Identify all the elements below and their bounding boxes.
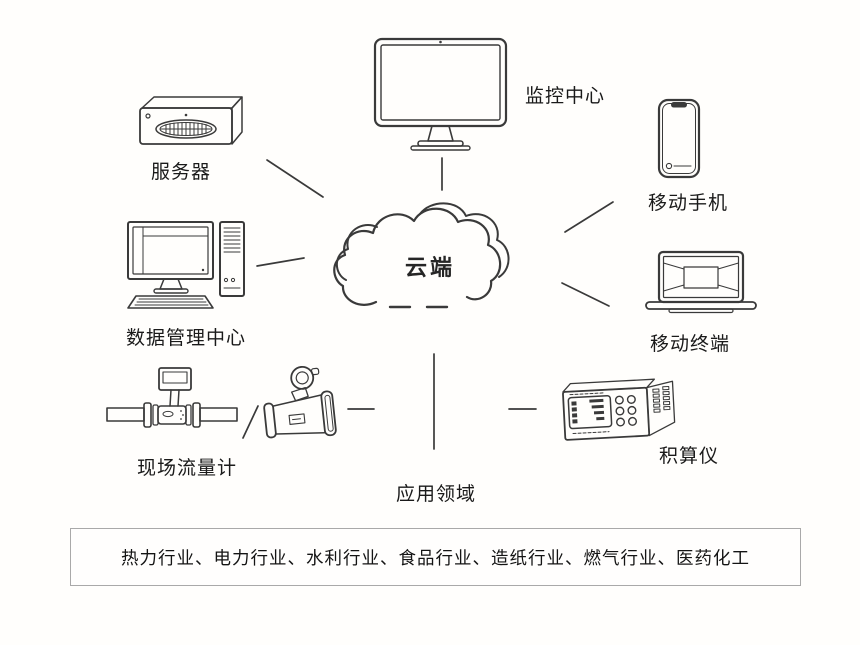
line-cloud-laptop <box>561 282 610 307</box>
flow-meter-electromagnetic-icon <box>263 365 337 439</box>
slash-separator <box>242 405 259 439</box>
line-server-cloud <box>266 159 324 198</box>
monitor-icon <box>373 37 508 151</box>
industries-text: 热力行业、电力行业、水利行业、食品行业、造纸行业、燃气行业、医药化工 <box>121 548 750 569</box>
laptop-label: 移动终端 <box>650 333 731 355</box>
desktop-icon <box>127 221 245 309</box>
cloud-icon: 云端 <box>333 202 510 309</box>
server-icon <box>139 96 243 145</box>
cloud-label: 云端 <box>405 256 455 281</box>
cloud-echo-left <box>335 224 378 281</box>
cloud-echo-right <box>419 202 510 278</box>
totalizer-label: 积算仪 <box>659 445 720 467</box>
phone-icon <box>657 98 701 179</box>
phone-label: 移动手机 <box>648 192 729 214</box>
industries-box: 热力行业、电力行业、水利行业、食品行业、造纸行业、燃气行业、医药化工 <box>70 528 801 586</box>
totalizer-icon <box>562 378 676 441</box>
application-label: 应用领域 <box>396 483 477 505</box>
server-label: 服务器 <box>151 161 212 183</box>
flow-meter-inline-icon <box>106 367 238 428</box>
laptop-icon <box>645 250 757 314</box>
line-desktop-cloud <box>256 257 305 267</box>
monitor-label: 监控中心 <box>525 85 606 107</box>
cloud-outline <box>333 207 502 306</box>
line-cloud-phone <box>564 201 614 233</box>
flowmeter-label: 现场流量计 <box>137 457 238 479</box>
desktop-label: 数据管理中心 <box>126 327 247 349</box>
